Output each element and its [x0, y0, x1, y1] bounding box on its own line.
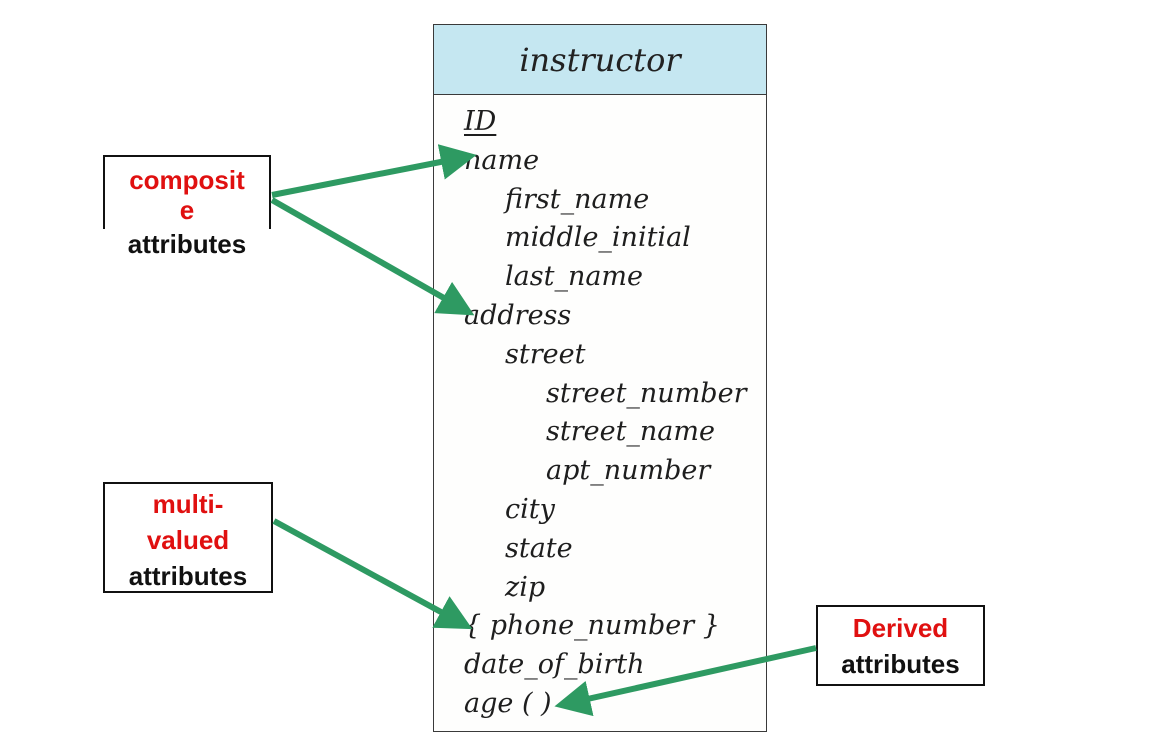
- composite-attributes-label: composit e attributes: [85, 155, 289, 259]
- instructor-entity: instructor: [433, 24, 767, 732]
- attribute-id: ID: [464, 106, 497, 137]
- entity-name: instructor: [434, 25, 766, 95]
- attribute-street: street: [505, 338, 586, 370]
- multivalued-attributes-label: multi- valued attributes: [103, 482, 273, 593]
- attribute-last-name: last_name: [505, 261, 644, 293]
- derived-label-line1: Derived: [852, 613, 949, 643]
- attribute-state: state: [505, 532, 573, 564]
- derived-attributes-label: Derived attributes: [816, 605, 985, 686]
- arrow-to-phone-number: [272, 518, 473, 630]
- attribute-apt-number: apt_number: [546, 455, 711, 487]
- attribute-address: address: [464, 300, 572, 331]
- attribute-age: age ( ): [464, 688, 552, 719]
- derived-label-line2: attributes: [841, 649, 960, 679]
- attribute-date-of-birth: date_of_birth: [464, 649, 645, 681]
- attribute-city: city: [505, 494, 555, 525]
- multivalued-label-line1: multi-: [152, 489, 224, 519]
- attribute-street-name: street_name: [546, 416, 715, 448]
- attribute-street-number: street_number: [546, 377, 747, 409]
- arrow-to-address: [270, 197, 475, 316]
- attribute-middle-initial: middle_initial: [505, 222, 691, 254]
- composite-label-line1: composit: [129, 165, 245, 195]
- composite-label-line3: attributes: [85, 229, 289, 259]
- arrow-to-age: [554, 645, 817, 717]
- composite-label-line2: e: [179, 195, 195, 225]
- attribute-zip: zip: [505, 571, 546, 603]
- attribute-phone-number: { phone_number }: [464, 610, 720, 642]
- attribute-first-name: first_name: [505, 183, 650, 215]
- multivalued-label-line2: valued: [146, 525, 230, 555]
- arrow-to-name: [271, 144, 477, 198]
- multivalued-label-line3: attributes: [128, 561, 248, 591]
